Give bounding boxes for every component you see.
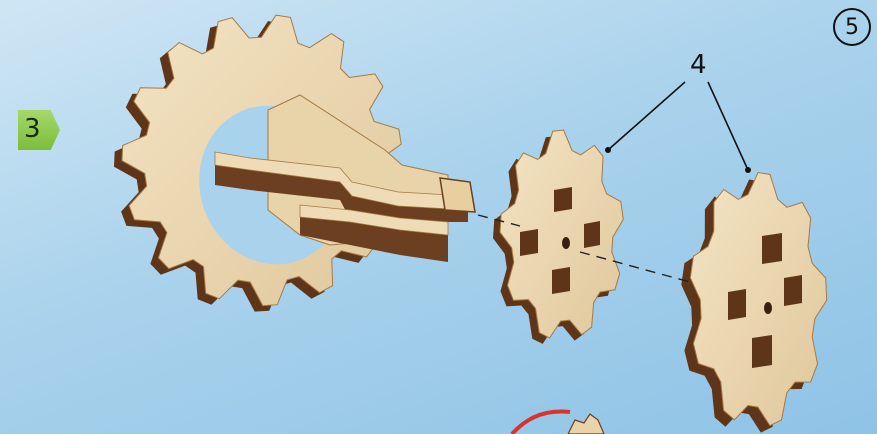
previous-step-marker: 3: [18, 110, 60, 150]
gear-square-hole: [554, 187, 572, 212]
gear-square-hole: [552, 267, 570, 294]
partial-gear-piece: [568, 414, 604, 434]
part-callout-label: 4: [690, 50, 707, 80]
previous-step-label: 3: [24, 114, 41, 144]
gear-square-hole: [584, 221, 600, 248]
leader-line-left: [608, 82, 685, 150]
gear-center-hole: [764, 302, 772, 314]
step-number: 5: [845, 15, 859, 40]
leader-line-right: [708, 82, 748, 170]
gear-square-hole: [520, 229, 538, 256]
step-number-badge: 5: [833, 8, 871, 46]
small-gear-right: [681, 173, 826, 433]
gear-square-hole: [752, 335, 772, 368]
partial-next-part: [512, 411, 604, 434]
axle-tip: [440, 178, 475, 212]
gear-square-hole: [784, 275, 802, 306]
leader-dot-left: [605, 147, 611, 153]
gear-square-hole: [728, 289, 746, 320]
red-ring-arc: [512, 411, 570, 434]
gear-center-hole: [562, 237, 570, 249]
leader-dot-right: [745, 167, 751, 173]
small-gear-left: [493, 130, 623, 344]
small-gear-left-face: [500, 130, 623, 338]
gear-square-hole: [762, 233, 782, 264]
